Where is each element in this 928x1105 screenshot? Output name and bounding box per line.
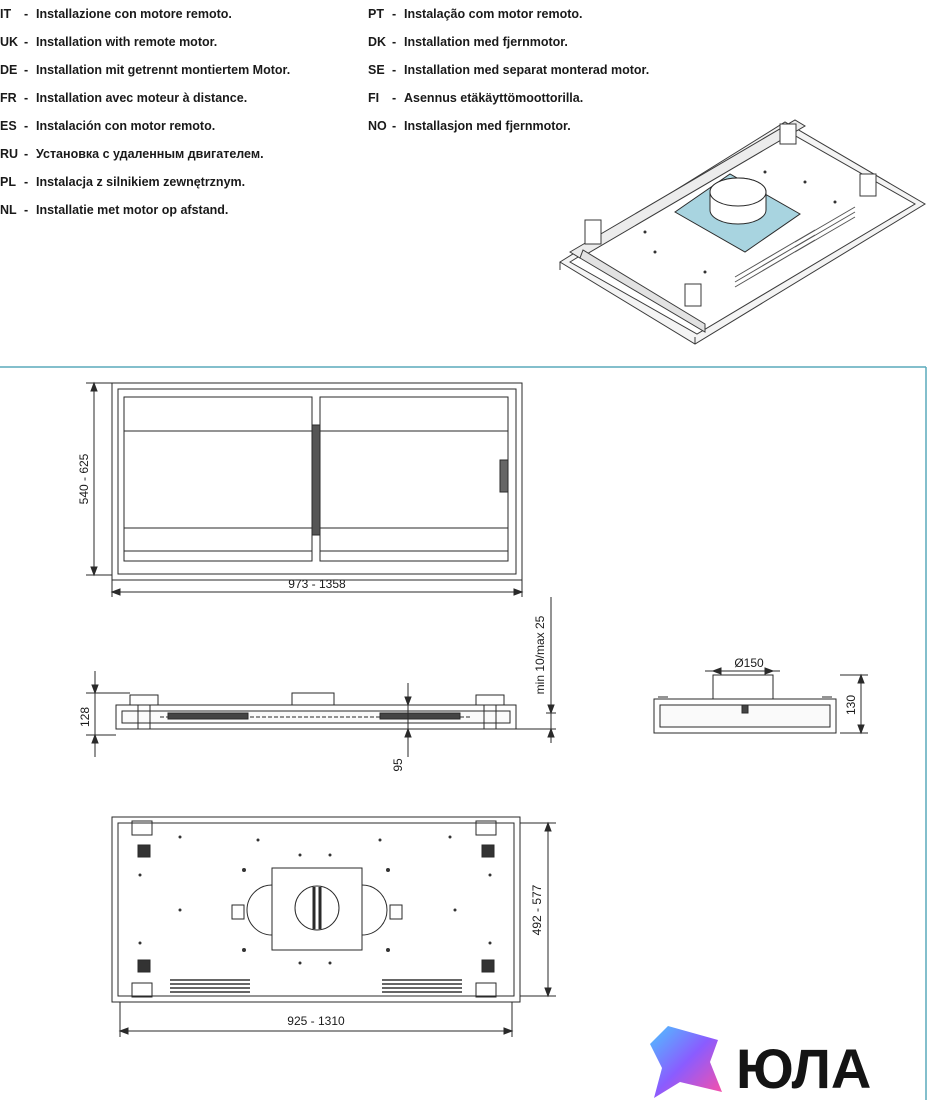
dimension-side-height: 128: [78, 707, 92, 727]
instructions-left-column: IT-Installazione con motore remoto. UK-I…: [0, 0, 290, 224]
dimension-top-width: 973 - 1358: [288, 577, 346, 591]
hood-isometric-illustration: [559, 119, 926, 345]
logo-star-icon: [650, 1026, 722, 1098]
instruction-line: RU-Установка с удаленным двигателем.: [0, 147, 264, 161]
instruction-line: PT-Instalação com motor remoto.: [368, 7, 583, 21]
drawing-frame: [0, 366, 927, 1100]
instruction-line: FR-Installation avec moteur à distance.: [0, 91, 248, 105]
end-view: [653, 674, 837, 734]
dimension-top-depth: 540 - 625: [77, 453, 91, 504]
instruction-line: UK-Installation with remote motor.: [0, 35, 218, 49]
instruction-line: NO-Installasjon med fjernmotor.: [368, 119, 571, 133]
technical-drawing: 973 - 1358 540 - 625 128 95 min 10/max 2…: [0, 366, 927, 1100]
instructions-right-column: PT-Instalação com motor remoto. DK-Insta…: [368, 0, 649, 140]
dimension-end-height: 130: [844, 695, 858, 715]
instruction-line: FI-Asennus etäkäyttömoottorilla.: [368, 91, 584, 105]
side-view: [115, 692, 517, 730]
instruction-line: DK-Installation med fjernmotor.: [368, 35, 568, 49]
logo-text: ЮЛА: [736, 1037, 871, 1100]
bottom-view-vents: [170, 979, 462, 993]
brand-logo: ЮЛА: [640, 1022, 928, 1100]
dimension-gap: min 10/max 25: [533, 615, 547, 694]
instruction-line: PL-Instalacja z silnikiem zewnętrznym.: [0, 175, 246, 189]
instruction-line: ES-Instalación con motor remoto.: [0, 119, 216, 133]
instruction-line: NL-Installatie met motor op afstand.: [0, 203, 229, 217]
dimension-recess: 95: [391, 758, 405, 772]
dimension-bottom-depth: 492 - 577: [530, 884, 544, 935]
instruction-line: IT-Installazione con motore remoto.: [0, 7, 232, 21]
instruction-line: SE-Installation med separat monterad mot…: [368, 63, 650, 77]
dimension-bottom-width: 925 - 1310: [287, 1014, 345, 1028]
instruction-line: DE-Installation mit getrennt montiertem …: [0, 63, 291, 77]
bottom-view: [111, 816, 521, 1003]
bottom-view-holes: [138, 835, 492, 965]
dimension-duct-diameter: Ø150: [734, 656, 764, 670]
top-view: [111, 382, 523, 581]
